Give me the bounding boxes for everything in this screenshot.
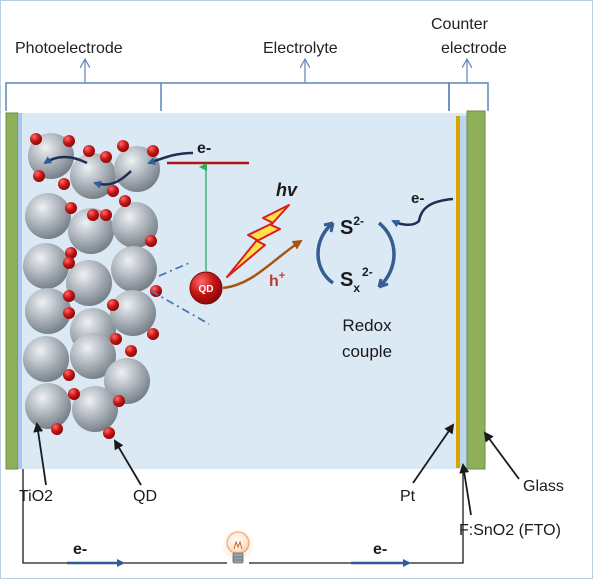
tio2-particle — [66, 260, 112, 306]
redox-label-2: couple — [342, 342, 392, 361]
pt-layer — [456, 116, 460, 468]
qd-particle — [83, 145, 95, 157]
tio2-particle — [112, 202, 158, 248]
qd-particle — [147, 328, 159, 340]
tio2-particle — [25, 383, 71, 429]
electron-label-cb: e- — [197, 140, 211, 157]
photoelectrode-bracket — [5, 82, 162, 111]
qd-pointer — [113, 439, 142, 486]
qd-particle — [103, 427, 115, 439]
qd-particle — [33, 170, 45, 182]
qd-particle — [119, 195, 131, 207]
photoelectrode-label: Photoelectrode — [15, 40, 123, 57]
qd-particle — [30, 133, 42, 145]
bulb-glass — [226, 531, 250, 555]
tio2-particle — [70, 153, 116, 199]
qd-particle — [150, 285, 162, 297]
qd-particle — [65, 247, 77, 259]
external-circuit-wire-right — [249, 469, 464, 564]
qd-particle — [63, 369, 75, 381]
tio2-pointer — [33, 422, 47, 486]
pt-label: Pt — [400, 488, 416, 505]
photon-bolt — [226, 204, 290, 278]
counter-electrode-bracket — [448, 82, 489, 111]
qd-particle — [145, 235, 157, 247]
polysulfide-ion-label: Sx2- — [340, 265, 373, 295]
external-circuit-wire — [22, 469, 227, 564]
qd-center — [189, 271, 223, 305]
electrolyte-bracket — [161, 82, 450, 111]
fto-label: F:SnO2 (FTO) — [459, 522, 561, 539]
redox-cycle-left-head — [323, 221, 335, 233]
qd-particle — [63, 135, 75, 147]
qd-attachment-line — [158, 262, 190, 277]
qd-particle — [110, 333, 122, 345]
hv-label: hv — [276, 180, 298, 200]
light-bulb-icon — [223, 530, 253, 564]
qd-particle — [65, 202, 77, 214]
tio2-particle — [23, 243, 69, 289]
tio2-label: TiO2 — [19, 488, 53, 505]
qd-particle — [107, 185, 119, 197]
tio2-particle — [111, 246, 157, 292]
qd-particle — [113, 395, 125, 407]
qd-particle — [117, 140, 129, 152]
sulfide-ion-label: S2- — [340, 214, 364, 239]
glass-pointer — [483, 431, 520, 480]
qd-particle — [100, 151, 112, 163]
counter-electrode-label-1: Counter — [431, 16, 489, 33]
qd-particle — [147, 145, 159, 157]
tio2-particle — [25, 288, 71, 334]
qd-particle — [63, 307, 75, 319]
hole-transfer-arrow — [222, 239, 303, 290]
counter-electron-arrow — [391, 197, 454, 228]
hole-label: h+ — [269, 270, 285, 290]
qd-particle — [63, 290, 75, 302]
qd-particle — [100, 209, 112, 221]
tio2-particle — [23, 336, 69, 382]
redox-cycle-right-head — [377, 278, 389, 289]
qd-center-label: QD — [199, 284, 214, 295]
qd-attachment-line — [150, 290, 210, 325]
bulb-filament — [233, 540, 243, 550]
counter-glass — [466, 110, 486, 470]
tio2-particle — [110, 290, 156, 336]
tio2-particle — [104, 358, 150, 404]
electron-transport-arrow — [93, 170, 132, 189]
qd-particle — [63, 257, 75, 269]
tio2-particle — [25, 193, 71, 239]
tio2-particle — [72, 386, 118, 432]
tio2-particle — [70, 333, 116, 379]
qd-particle — [125, 345, 137, 357]
electron-label-circuit-left: e- — [73, 541, 87, 558]
qd-particle — [68, 388, 80, 400]
bulb-base — [232, 552, 244, 564]
photoanode-fto — [18, 113, 22, 469]
redox-label-1: Redox — [342, 316, 392, 335]
qd-label: QD — [133, 488, 157, 505]
electron-transport-arrow — [43, 155, 88, 165]
photoanode-glass — [5, 112, 19, 470]
qd-particle — [107, 299, 119, 311]
quantum-dots — [30, 133, 162, 439]
fto-pointer — [459, 463, 472, 516]
electron-label-circuit-right: e- — [373, 541, 387, 558]
redox-cycle-right — [377, 221, 396, 289]
electron-label-counter: e- — [411, 190, 424, 207]
electron-injection-arrow — [147, 151, 194, 165]
electrolyte-label: Electrolyte — [263, 40, 338, 57]
qd-particle — [51, 423, 63, 435]
redox-cycle-left — [316, 221, 335, 285]
counter-fto — [460, 116, 467, 468]
qd-particle — [87, 209, 99, 221]
pt-pointer — [412, 423, 455, 484]
glass-label: Glass — [523, 478, 564, 495]
counter-electrode-label-2: electrode — [441, 40, 507, 57]
qd-particle — [58, 178, 70, 190]
tio2-particle — [28, 133, 74, 179]
